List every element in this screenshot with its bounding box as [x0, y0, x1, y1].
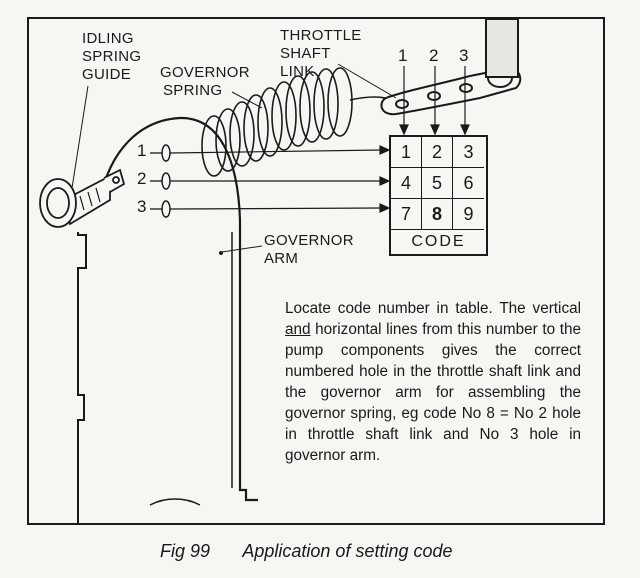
code-cell-8: 8	[422, 199, 453, 230]
link-hole-number-2: 2	[429, 46, 439, 65]
code-cell-9: 9	[453, 199, 484, 230]
figure-number: Fig 99	[160, 541, 211, 561]
horizontal-reference-lines	[169, 145, 391, 213]
code-table: 1 2 3 4 5 6 7 8 9 CODE	[389, 135, 488, 256]
arm-hole-2	[161, 172, 171, 190]
throttle-shaft-link	[380, 18, 522, 116]
label-line: LINK	[280, 63, 315, 80]
governor-spring	[201, 67, 393, 177]
code-cell-3: 3	[453, 137, 484, 168]
pump-body-outline	[77, 232, 87, 524]
label-line: GUIDE	[82, 66, 132, 83]
code-cell-4: 4	[391, 168, 422, 199]
idling-spring-guide	[39, 168, 126, 228]
label-line: ARM	[264, 250, 299, 267]
governor-arm-plate	[98, 116, 258, 502]
label-line: GOVERNOR	[160, 64, 250, 81]
description-text: Locate code number in table. The vertica…	[285, 298, 581, 466]
figure-caption: Fig 99 Application of setting code	[160, 541, 453, 562]
description-paragraph: Locate code number in table. The vertica…	[285, 300, 581, 464]
figure-title: Application of setting code	[242, 541, 453, 561]
code-cell-5: 5	[422, 168, 453, 199]
throttle-shaft-link-label: THROTTLE SHAFT LINK	[280, 27, 362, 81]
throttle-link-leader	[337, 63, 397, 99]
link-hole-number-3: 3	[459, 46, 469, 65]
code-cell-6: 6	[453, 168, 484, 199]
label-line: IDLING	[82, 30, 134, 47]
code-table-row: 1 2 3	[391, 137, 486, 168]
link-hole-number-1: 1	[398, 46, 408, 65]
label-line: SPRING	[163, 82, 223, 99]
code-cell-1: 1	[391, 137, 422, 168]
code-cell-2: 2	[422, 137, 453, 168]
code-table-row: 4 5 6	[391, 168, 486, 199]
arm-hole-number-2: 2	[137, 169, 147, 188]
vertical-reference-lines	[399, 66, 470, 136]
emphasis-and: and	[285, 321, 311, 338]
label-line: THROTTLE	[280, 27, 362, 44]
idling-spring-guide-label: IDLING SPRING GUIDE	[82, 30, 141, 84]
arm-hole-3	[161, 200, 171, 218]
idling-guide-leader	[71, 85, 89, 189]
code-cell-7: 7	[391, 199, 422, 230]
governor-arm-leader	[221, 245, 263, 253]
arm-hole-number-1: 1	[137, 141, 147, 160]
arm-hole-number-3: 3	[137, 197, 147, 216]
label-line: SHAFT	[280, 45, 331, 62]
governor-spring-label: GOVERNOR SPRING	[160, 64, 250, 100]
arm-hole-1	[161, 144, 171, 162]
label-line: SPRING	[82, 48, 142, 65]
governor-spring-leader	[231, 91, 263, 109]
code-table-title: CODE	[411, 233, 466, 250]
label-line: GOVERNOR	[264, 232, 354, 249]
figure-frame	[27, 17, 605, 525]
code-table-row: 7 8 9	[391, 199, 486, 230]
governor-arm-label: GOVERNOR ARM	[264, 232, 354, 268]
